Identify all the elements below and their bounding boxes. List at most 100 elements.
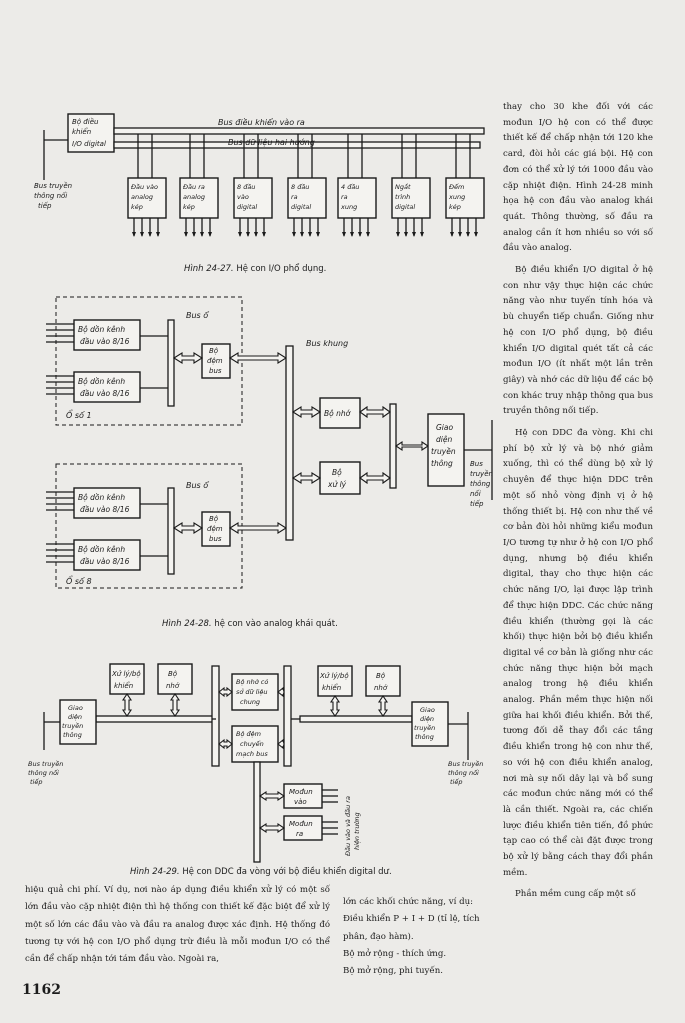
f3-module-out-box <box>283 815 323 841</box>
list-item: Bộ mở rộng - thích ứng. <box>343 948 447 959</box>
slot-8-label: Ổ số 8 <box>66 574 92 586</box>
slot-1-label: Ổ số 1 <box>66 408 92 420</box>
mux-1b-box <box>73 371 141 403</box>
slot-1-bus-label: Bus ổ <box>186 310 209 320</box>
f3-field-io-label: Đầu vào và đầu rahiện trường <box>344 796 361 856</box>
io-module-box <box>179 177 219 219</box>
list-item: Điều khiển P + I + D (tỉ lệ, tích phân, … <box>343 914 480 942</box>
right-column-text: thay cho 30 khe đối với các mođun I/O hệ… <box>503 100 653 909</box>
paragraph: Bộ điều khiển I/O digital ở hệ con như v… <box>503 265 653 417</box>
io-module-box <box>127 177 167 219</box>
fig-24-27-caption: Hình 24-27. Hệ con I/O phổ dụng. <box>184 264 327 274</box>
frame-bus-label: Bus khung <box>306 339 348 348</box>
f3-left-mem-box <box>157 663 193 695</box>
mux-1a-box <box>73 319 141 351</box>
data-bus <box>113 141 481 149</box>
io-module-box <box>445 177 485 219</box>
list-item: Bộ mở rộng, phi tuyến. <box>343 966 443 977</box>
slot-8-bus <box>167 487 175 575</box>
slot-1-bus <box>167 319 175 407</box>
f3-right-mem-box <box>365 665 401 697</box>
fig-24-29-caption: Hình 24-29. Hệ con DDC đa vòng với bộ đi… <box>130 867 392 877</box>
list-item: lớn các khối chức năng, ví dụ: <box>343 897 474 907</box>
buffer-1-box <box>201 343 231 379</box>
mux-8a-box <box>73 487 141 519</box>
f2-memory-box <box>319 397 361 429</box>
f3-center-right-bar <box>283 665 292 767</box>
f3-right-cpu-box <box>317 665 353 697</box>
f3-center-left-bar <box>211 665 220 767</box>
f3-right-comm-box <box>411 701 449 747</box>
figure-24-27: Bộ điều khiển I/O digital Bus điều khiển… <box>34 113 485 237</box>
f3-left-comm-box <box>59 699 97 745</box>
f3-right-bus <box>299 715 413 723</box>
f2-memory-label: Bộ nhớ <box>324 409 351 418</box>
f3-bus-switch-box <box>231 725 279 763</box>
io-module-box <box>287 177 327 219</box>
io-controller-box <box>67 113 115 153</box>
fig1-serial-bus-label: Bus truyền thông nối tiếp <box>34 182 74 210</box>
f2-cpu-box <box>319 461 361 495</box>
f2-comm-box <box>427 413 465 487</box>
io-module-box <box>391 177 431 219</box>
io-module-box <box>337 177 377 219</box>
data-bus-label: Bus dữ liệu hai hướng <box>228 137 315 147</box>
io-module-box <box>233 177 273 219</box>
bottom-left-text: hiệu quả chi phí. Ví dụ, nơi nào áp dụng… <box>25 882 330 968</box>
control-bus <box>113 127 485 135</box>
f3-left-cpu-box <box>109 663 145 695</box>
buffer-8-box <box>201 511 231 547</box>
page-number: 1162 <box>22 982 61 998</box>
paragraph: Phần mềm cung cấp một số <box>515 889 636 900</box>
f3-module-bus <box>253 761 261 863</box>
frame-bus <box>285 345 294 541</box>
f3-left-bus <box>95 715 217 723</box>
paragraph: hiệu quả chi phí. Ví dụ, nơi nào áp dụng… <box>25 885 330 965</box>
control-bus-label: Bus điều khiển vào ra <box>218 117 305 127</box>
mux-8b-box <box>73 539 141 571</box>
fig-24-28-caption: Hình 24-28. hệ con vào analog khái quát. <box>162 619 338 629</box>
bottom-mid-text: lớn các khối chức năng, ví dụ: Điều khiể… <box>343 894 498 980</box>
paragraph: thay cho 30 khe đối với các mođun I/O hệ… <box>503 102 653 254</box>
slot-1-frame <box>55 296 243 426</box>
io-controller-label: Bộ điều khiển I/O digital <box>72 118 106 148</box>
